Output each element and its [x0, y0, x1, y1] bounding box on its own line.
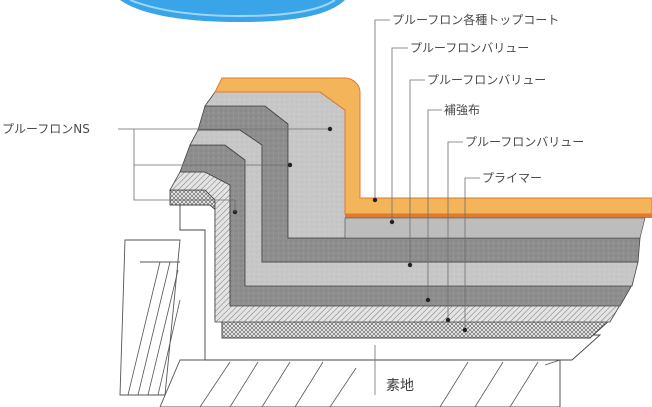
label-value-2: プルーフロンバリュー [427, 73, 546, 87]
label-value-1: プルーフロンバリュー [410, 41, 529, 55]
labels: プルーフロン各種トップコート プルーフロンバリュー プルーフロンバリュー 補強布… [2, 12, 584, 394]
leaders [118, 19, 480, 395]
substrate-structure [119, 239, 561, 407]
layer-stack [169, 77, 652, 361]
label-value-3: プルーフロンバリュー [465, 135, 584, 149]
label-primer: プライマー [482, 171, 542, 185]
label-reinforcement: 補強布 [444, 103, 480, 117]
label-ns: プルーフロンNS [2, 122, 90, 136]
sky-banner [120, 0, 345, 22]
label-substrate: 素地 [386, 378, 414, 394]
label-topcoat: プルーフロン各種トップコート [392, 12, 559, 27]
